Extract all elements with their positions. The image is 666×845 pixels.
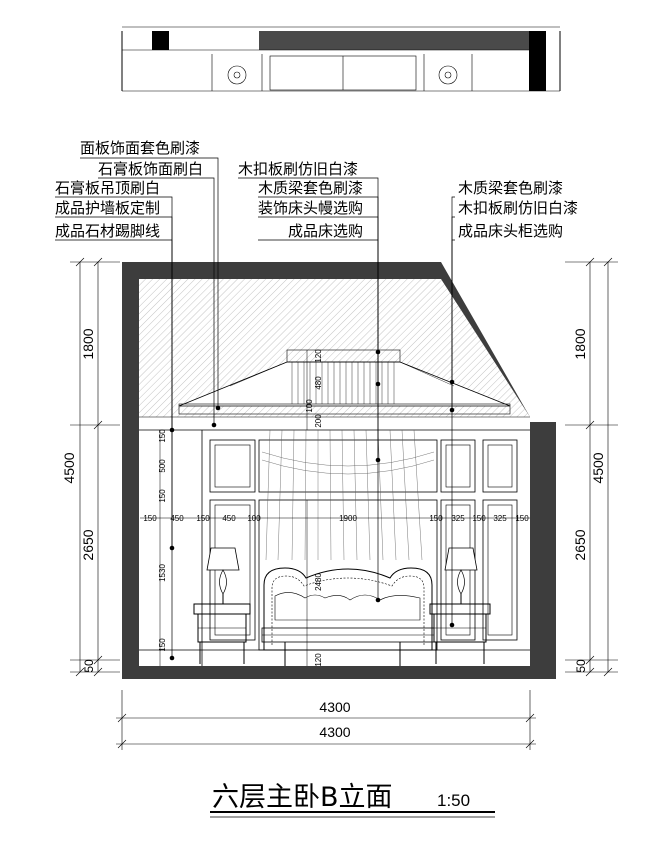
- label-center-2: 装饰床头幔选购: [258, 199, 363, 217]
- label-center-1: 木质梁套色刷漆: [258, 179, 363, 197]
- dim-left-inner-2: 50: [82, 659, 96, 673]
- lamp-left: [206, 547, 240, 605]
- dim-v-6: 480: [314, 376, 323, 390]
- dim-left-inner-0: 1800: [80, 328, 96, 359]
- dim-h-1: 450: [170, 514, 184, 523]
- right-dimension-lines: [565, 257, 618, 677]
- dim-h-8: 150: [472, 514, 486, 523]
- dim-right-inner-1: 2650: [572, 529, 588, 560]
- label-right-1: 木扣板刷仿旧白漆: [458, 199, 578, 217]
- dim-h-10: 150: [515, 514, 529, 523]
- dim-h-7: 325: [451, 514, 465, 523]
- bed: [261, 567, 435, 666]
- label-left-3: 成品护墙板定制: [55, 199, 160, 217]
- dim-left-outer-0: 4500: [61, 452, 77, 483]
- plan-column-right: [529, 31, 546, 91]
- dim-h-2: 150: [196, 514, 210, 523]
- drawing-title: 六层主卧B立面: [212, 782, 393, 813]
- lamp-right: [444, 547, 478, 605]
- plan-wall-dark: [259, 31, 529, 50]
- dim-v-3: 1530: [158, 564, 167, 582]
- title-block: 六层主卧B立面 1:50: [210, 782, 495, 818]
- nightstand-left: [193, 603, 251, 664]
- top-plan: [121, 26, 561, 92]
- labels-right-group: 木质梁套色刷漆 木扣板刷仿旧白漆 成品床头柜选购: [458, 179, 578, 240]
- dim-h-6: 150: [429, 514, 443, 523]
- label-center-0: 木扣板刷仿旧白漆: [238, 160, 358, 178]
- dim-v-4: 150: [158, 638, 167, 652]
- label-left-2: 石膏板吊顶刷白: [55, 179, 160, 197]
- plan-column-left: [152, 31, 169, 50]
- dim-v-8: 200: [314, 414, 323, 428]
- dim-right-inner-2: 50: [574, 659, 588, 673]
- label-left-0: 面板饰面套色刷漆: [80, 139, 200, 157]
- dim-h-3: 450: [222, 514, 236, 523]
- label-left-4: 成品石材踢脚线: [55, 222, 160, 240]
- bed-canopy-drape: [261, 429, 435, 561]
- label-right-2: 成品床头柜选购: [458, 222, 563, 240]
- plan-lamp-right: [438, 65, 458, 85]
- dim-v-10: 120: [314, 653, 323, 667]
- labels-left-group: 面板饰面套色刷漆 石膏板饰面刷白 石膏板吊顶刷白 成品护墙板定制 成品石材踢脚线: [55, 139, 203, 240]
- label-left-1: 石膏板饰面刷白: [98, 160, 203, 178]
- interior-dim-lines: [140, 350, 530, 666]
- dim-v-1: 500: [158, 459, 167, 473]
- dim-h-4: 100: [247, 514, 261, 523]
- dim-h-9: 325: [493, 514, 507, 523]
- dimension-texts: 4500 1800 2650 50 4500 1800 2650 50 4300…: [61, 328, 606, 740]
- leader-dots: [169, 349, 455, 661]
- dim-v-2: 150: [158, 489, 167, 503]
- dim-right-inner-0: 1800: [572, 328, 588, 359]
- dim-bottom-1: 4300: [319, 724, 350, 740]
- nightstand-right: [429, 603, 491, 664]
- left-dimension-lines: [70, 257, 120, 677]
- dim-v-0: 150: [158, 429, 167, 443]
- drawing-scale: 1:50: [437, 791, 470, 810]
- dim-h-0: 150: [143, 514, 157, 523]
- roof-beam-structure: [178, 349, 511, 415]
- label-right-0: 木质梁套色刷漆: [458, 179, 563, 197]
- bottom-dimension-lines: [116, 690, 536, 750]
- dim-left-inner-1: 2650: [80, 529, 96, 560]
- labels-center-group: 木扣板刷仿旧白漆 木质梁套色刷漆 装饰床头幔选购 成品床选购: [238, 160, 363, 240]
- dim-h-5: 1900: [339, 514, 357, 523]
- dim-bottom-0: 4300: [319, 699, 350, 715]
- dim-v-9: 2480: [314, 573, 323, 591]
- dim-v-5: 120: [314, 349, 323, 363]
- label-center-3: 成品床选购: [288, 222, 363, 240]
- dim-v-7: 100: [305, 399, 314, 413]
- leader-lines: [55, 157, 455, 658]
- plan-lamp-left: [227, 65, 247, 85]
- dim-right-outer-0: 4500: [590, 452, 606, 483]
